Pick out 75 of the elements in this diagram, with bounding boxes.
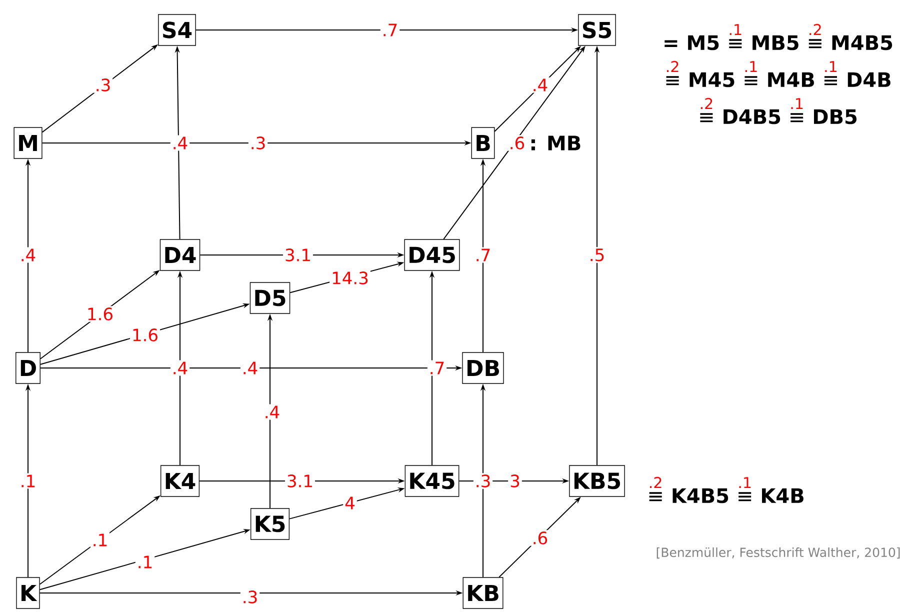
edge-label: 14.3 (330, 270, 370, 286)
edge-label: .4 (262, 404, 282, 420)
edge-label: .3 (240, 589, 260, 605)
logic-box: D (16, 352, 40, 384)
citation-text: [Benzmüller, Festschrift Walther, 2010] (656, 547, 900, 559)
equivalence-text: .2 ≡ K4B5 .1 ≡ K4B (649, 476, 804, 504)
node-label: ≡ (738, 492, 752, 502)
logic-box: K45 (404, 465, 460, 497)
node-label: .2 (700, 98, 712, 110)
equivalence-text: .2 ≡ D4B5 .1 ≡ DB5 (700, 98, 857, 124)
node-label: ≡ (666, 76, 679, 86)
edge-label: .7 (473, 247, 493, 263)
logic-box: K4 (160, 465, 200, 497)
edge-label: .1 (90, 532, 110, 548)
edge-label: .4 (170, 360, 190, 376)
node-label: .2 (810, 24, 821, 36)
node-label: .1 (791, 98, 803, 110)
node-label: .2 (667, 60, 678, 72)
logic-box: D5 (250, 282, 290, 314)
node-label: .1 (730, 24, 742, 36)
edge-label: .5 (587, 247, 607, 263)
logic-box: S4 (158, 14, 196, 46)
edge-label: .4 (240, 360, 260, 376)
logic-box: S5 (578, 14, 616, 46)
edge-label: .4 (530, 77, 550, 93)
node-label: ≡ (824, 76, 837, 86)
node-label: .1 (745, 61, 757, 72)
edge-label: .6 (507, 135, 527, 151)
edge-label: .7 (380, 22, 400, 38)
edge-label: 1.6 (85, 306, 116, 322)
node-label: K4B (762, 488, 804, 503)
edge-label: .3 (93, 77, 113, 93)
node-label: M45 (690, 72, 734, 88)
edge-label: .1 (135, 554, 155, 570)
node-label: DB5 (814, 109, 857, 124)
edge-label: .4 (170, 135, 190, 151)
logic-box: K5 (250, 508, 290, 540)
node-label: ≡ (808, 39, 822, 48)
node-label: ≡ (729, 39, 742, 48)
logic-box: DB (462, 352, 504, 384)
edge-label: .7 (427, 360, 447, 376)
node-label: D4B5 (724, 109, 780, 124)
edge-label: 1.6 (130, 327, 160, 343)
node-label: ≡ (700, 113, 713, 122)
node-label: MB5 (752, 35, 798, 50)
edge-label: 3.1 (285, 473, 316, 489)
node-label: K4B5 (672, 488, 728, 504)
node-label: .1 (825, 61, 836, 72)
logic-box: M (14, 127, 42, 159)
logic-box: K (16, 577, 40, 609)
logic-box: D45 (404, 239, 460, 271)
node-label: .2 (650, 476, 662, 488)
node-label: ≡ (649, 492, 662, 502)
logic-box: KB (462, 577, 504, 609)
edge-label: .6 (530, 530, 550, 546)
equivalence-text: = M5 .1 ≡ MB5 .2 ≡ M4B5 (664, 24, 892, 50)
edge-label: .3 (473, 473, 493, 489)
node-label: D4B (848, 72, 890, 87)
edge-label: 3 (508, 473, 522, 489)
node-label: ≡ (790, 113, 804, 122)
equivalence-text: : MB (531, 136, 580, 150)
edge-label: 4 (343, 495, 357, 511)
equivalence-text: .2 ≡ M45 .1 ≡ M4B .1 ≡ D4B (666, 60, 890, 88)
node-label: M4B5 (832, 35, 892, 50)
node-label: M4B (768, 72, 814, 87)
logic-box: KB5 (569, 465, 625, 497)
logic-box: D4 (160, 239, 200, 271)
edge-label: .3 (248, 135, 268, 151)
edge-label: .4 (18, 247, 38, 263)
edge-label: .1 (18, 473, 38, 489)
logic-box: B (471, 127, 495, 159)
node-label: ≡ (744, 76, 758, 86)
edge-label: 3.1 (283, 247, 314, 263)
node-label: .1 (739, 477, 751, 488)
node-label: = M5 (664, 35, 719, 50)
